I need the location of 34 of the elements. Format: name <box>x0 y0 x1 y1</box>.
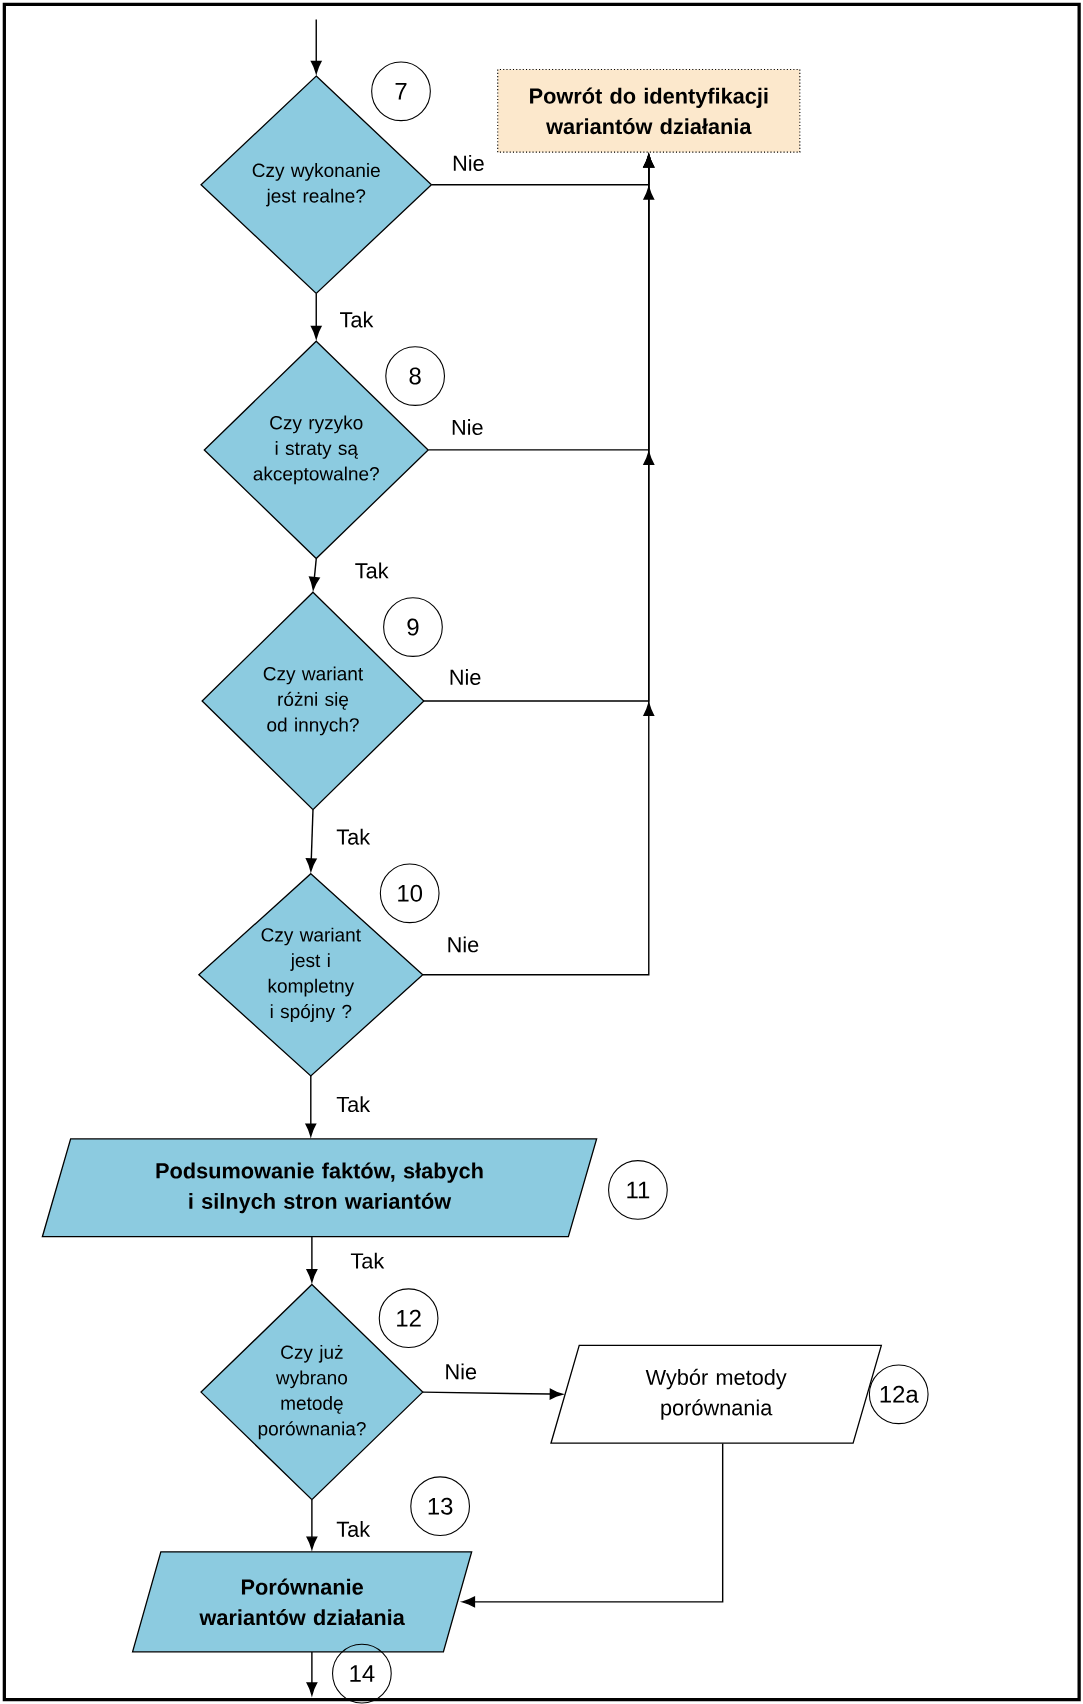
step-number: 7 <box>370 61 431 122</box>
step-number: 8 <box>385 346 445 406</box>
process-box: Powrót do identyfikacji wariantów działania <box>496 69 801 153</box>
arrow <box>305 809 317 872</box>
edge-label: Nie <box>450 669 481 685</box>
arrow <box>461 1442 724 1608</box>
step-number: 12 <box>378 1288 439 1349</box>
arrow <box>306 1499 318 1550</box>
arrow <box>305 1075 316 1137</box>
arrow <box>310 18 322 74</box>
edge-label: Tak <box>336 828 370 845</box>
arrow <box>310 292 322 339</box>
arrow <box>308 558 320 590</box>
arrow <box>422 1388 563 1400</box>
step-number: 11 <box>607 1160 668 1220</box>
edge-label: Tak <box>350 1252 385 1269</box>
arrow <box>422 154 654 976</box>
step-number: 13 <box>410 1476 470 1537</box>
edge-label: Nie <box>452 419 483 436</box>
arrow <box>306 1651 318 1696</box>
step-number: 14 <box>331 1643 392 1704</box>
edge-label: Tak <box>339 311 374 328</box>
edge-label: Nie <box>453 155 484 171</box>
data-parallelogram: Porównanie wariantów działania <box>131 1551 473 1653</box>
edge-label: Tak <box>336 1096 370 1113</box>
step-number: 12a <box>868 1364 929 1425</box>
data-parallelogram: Podsumowanie faktów, słabych i silnych stron wariantów <box>41 1138 598 1238</box>
edge-label: Tak <box>336 1521 370 1537</box>
step-number: 10 <box>379 863 440 924</box>
edge-label: Nie <box>446 1363 476 1380</box>
step-number: 9 <box>382 597 443 657</box>
edge-label: Tak <box>355 562 389 579</box>
arrow <box>306 1236 318 1283</box>
edge-label: Nie <box>448 936 479 953</box>
